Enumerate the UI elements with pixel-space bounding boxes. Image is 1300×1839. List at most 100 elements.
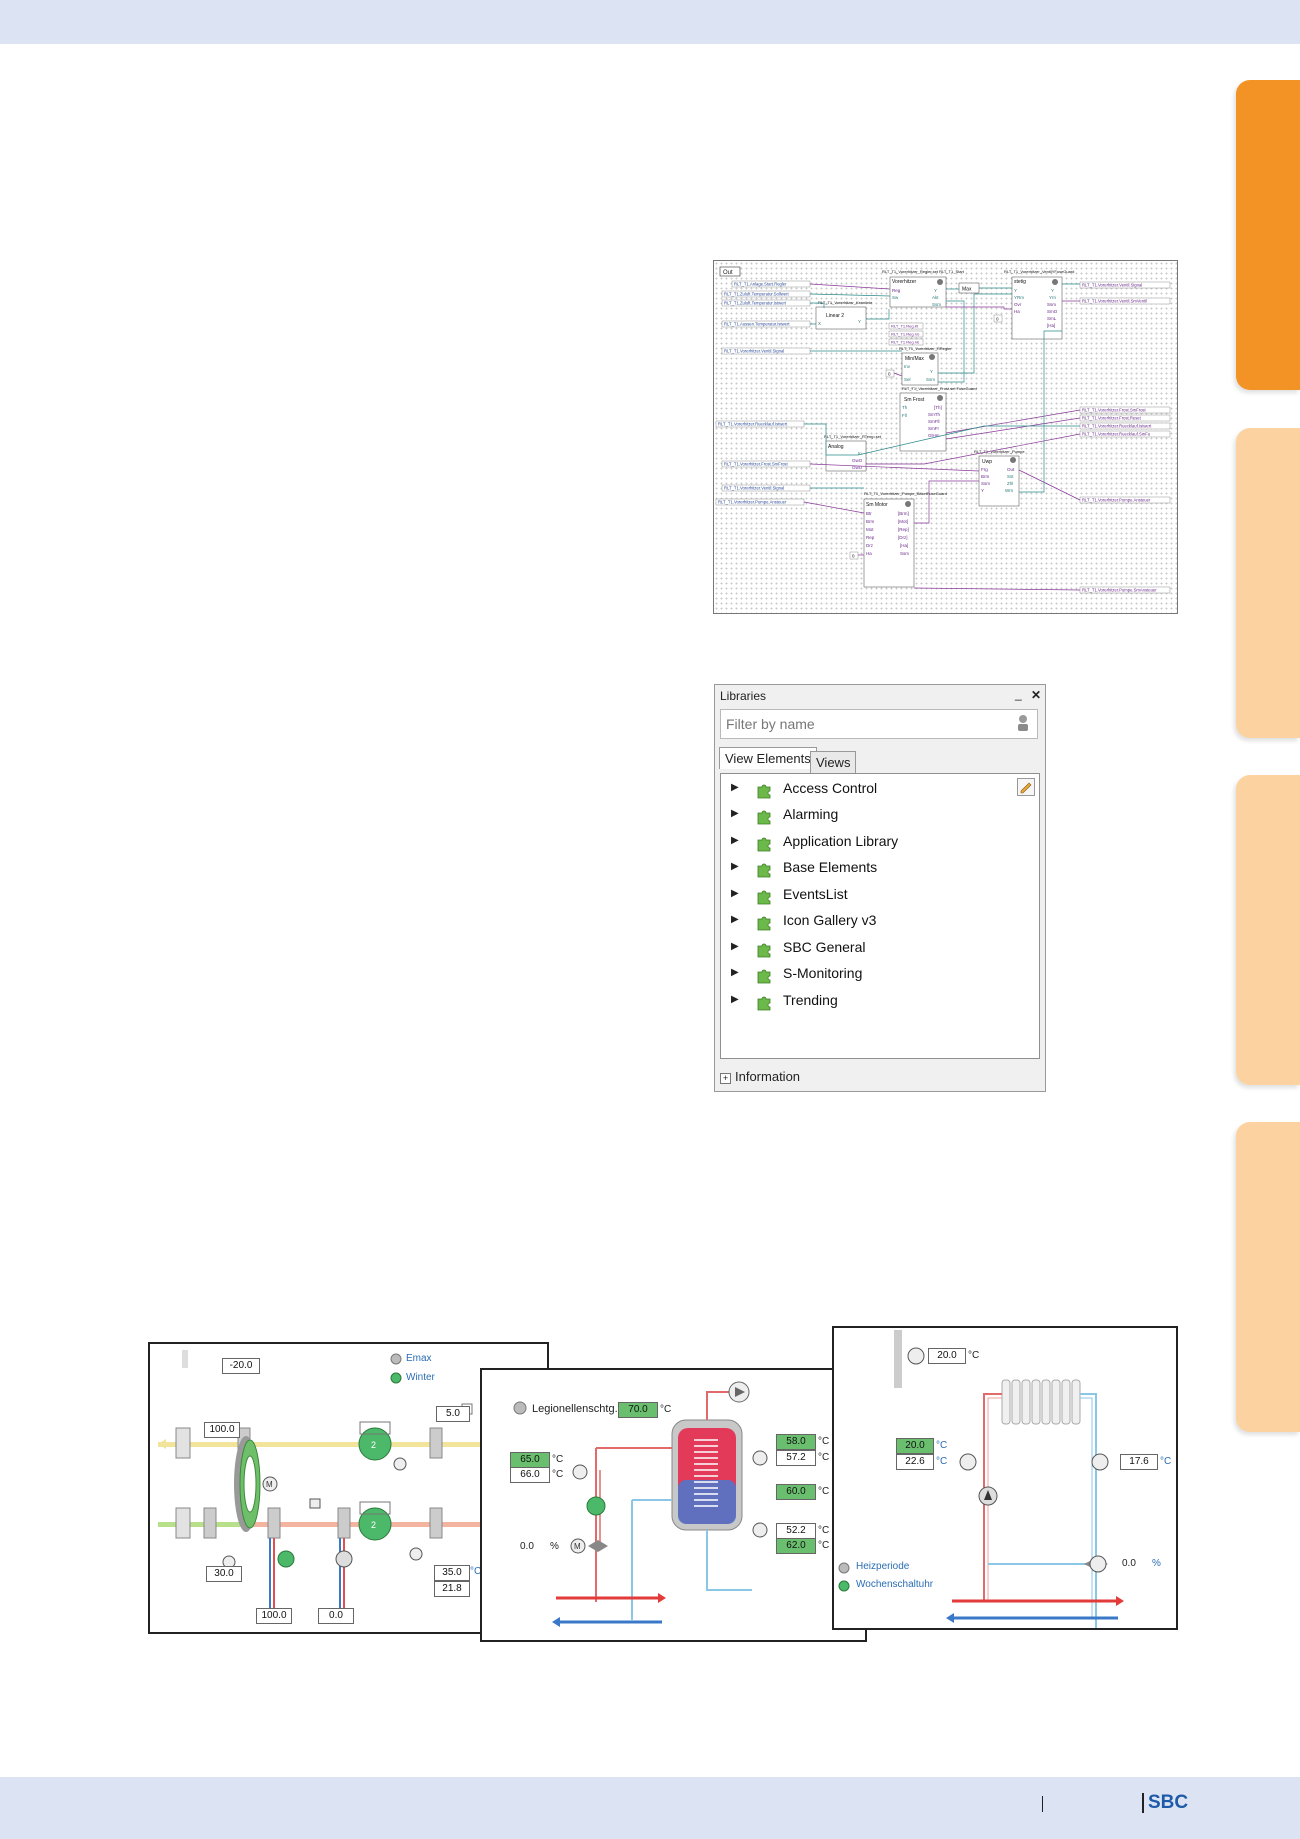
library-item-label: Base Elements [783,859,878,875]
supply-temp[interactable]: 35.0 [434,1565,470,1581]
library-item-label: EventsList [783,886,848,902]
expand-arrow-icon[interactable]: ▶ [731,941,739,952]
tank-temp-3[interactable]: 60.0 [776,1484,816,1500]
return-temp: 17.6 [1120,1454,1158,1470]
svg-text:Btr: Btr [866,511,872,516]
svg-text:SmL: SmL [1047,316,1057,321]
function-diagram-canvas: Out RLT_T1.Anlage.Start.Regler RLT_T1.Zu… [715,266,1171,594]
information-label: Information [735,1069,801,1084]
legend-heizperiode: Heizperiode [856,1561,910,1572]
left-setpoint[interactable]: 65.0 [510,1452,550,1468]
output-label: RLT_T1.Vorerhitzer.Frost.SmFrost [1082,408,1147,413]
tank-temp-5[interactable]: 62.0 [776,1538,816,1554]
svg-text:Ssm: Ssm [981,481,990,486]
svg-text:In: In [858,451,862,456]
svg-text:Y: Y [981,488,984,493]
svg-text:SmFr: SmFr [928,426,939,431]
expand-arrow-icon[interactable]: ▶ [731,888,739,899]
input-label: RLT_T1.Zuluft.Temperatur.Istwert [724,301,787,306]
svg-text:Wrn: Wrn [1005,488,1014,493]
outside-temp-field[interactable]: -20.0 [222,1358,260,1374]
svg-text:Brm: Brm [981,474,990,479]
svg-text:RLT_T1_Vorerhitzer_Pumpe: RLT_T1_Vorerhitzer_Pumpe [974,449,1025,454]
input-label: RLT_T1.Zuluft.Temperatur.Sollwert [724,292,789,297]
libraries-title: Libraries [720,689,767,703]
svg-text:RLT_T1_Vorerhitzer_Kennlinie: RLT_T1_Vorerhitzer_Kennlinie [818,300,873,305]
svg-text:0: 0 [996,317,999,322]
svg-text:Uwp: Uwp [982,459,992,465]
svg-text:Drz: Drz [866,543,874,548]
svg-text:Max: Max [962,287,972,293]
input-label: RLT_T1.Aussen.Temperatur.Istwert [724,322,790,327]
block-name: Vorerhitzer [892,279,917,285]
output-label: RLT_T1.Vorerhitzer.Ventil.SmVentil [1082,299,1147,304]
setpoint-5[interactable]: 5.0 [436,1406,470,1422]
svg-text:Out: Out [1007,467,1015,472]
input-label: RLT_T1.Vorerhitzer.Ventil.Signal [724,349,784,354]
legionella-value[interactable]: 70.0 [618,1402,658,1418]
libraries-window: Libraries _ ✕ Filter by name View Elemen… [714,684,1046,1092]
expand-arrow-icon[interactable]: ▶ [731,914,739,925]
svg-text:Y: Y [930,369,933,374]
output-label: RLT_T1.Vorerhitzer.Ruecklauf.Istwert [1082,424,1152,429]
chapter-tab-2[interactable] [1236,428,1300,738]
output-label: RLT_T1.Vorerhitzer.Ventil.Signal [1082,283,1142,288]
search-user-icon[interactable] [1015,714,1031,732]
valve-value: 0.0 [1122,1558,1136,1569]
svg-text:Ha: Ha [866,551,872,556]
svg-text:GwO: GwO [852,458,863,463]
svg-text:Ha: Ha [1014,309,1020,314]
top-band [0,0,1300,44]
library-item-label: Trending [783,992,838,1008]
chapter-tab-4[interactable] [1236,1122,1300,1432]
svg-text:Sel: Sel [904,377,911,382]
close-icon[interactable]: ✕ [1031,688,1042,702]
svg-text:RLT_T1_Vorerhitzer_Pumpe_Bitse: RLT_T1_Vorerhitzer_Pumpe_BitsetFuseGuard [864,491,947,496]
chapter-tab-active[interactable] [1236,80,1300,390]
svg-text:[Mot]: [Mot] [898,519,908,524]
svg-text:RLT_T1.Reg.Kl: RLT_T1.Reg.Kl [891,324,918,329]
expand-arrow-icon[interactable]: ▶ [731,808,739,819]
filter-input[interactable]: Filter by name [720,709,1038,739]
exhaust-value[interactable]: 100.0 [204,1422,240,1438]
svg-text:RLT_T1_Vorerhitzer_VentilYFuse: RLT_T1_Vorerhitzer_VentilYFuseGuard [1004,269,1074,274]
footer-brand: SBC [1142,1793,1188,1813]
svg-text:RLT_T1_Vorerhitzer_Frost.set F: RLT_T1_Vorerhitzer_Frost.set FuseGuard [902,386,977,391]
expand-plus-icon[interactable]: + [720,1073,731,1084]
setpoint-30[interactable]: 30.0 [206,1566,242,1582]
puzzle-icon [757,996,771,1011]
boiler-schematic: M Legionellenschtg. 70.0 °C 65.0 °C 66.0… [480,1368,867,1642]
edit-pencil-icon[interactable] [1017,778,1035,796]
expand-arrow-icon[interactable]: ▶ [731,835,739,846]
expand-arrow-icon[interactable]: ▶ [731,994,739,1005]
expand-arrow-icon[interactable]: ▶ [731,782,739,793]
svg-text:RLT_T1_Vorerhitzer_RTemp.set: RLT_T1_Vorerhitzer_RTemp.set [824,434,882,439]
bottom-band [0,1777,1300,1839]
out-label: Out [723,270,733,276]
library-item-label: Access Control [783,780,878,796]
expand-arrow-icon[interactable]: ▶ [731,967,739,978]
valve-value-2[interactable]: 0.0 [318,1608,354,1624]
svg-text:Ssm: Ssm [1047,302,1056,307]
svg-text:GwU: GwU [852,465,862,470]
svg-text:GlHm: GlHm [928,433,940,438]
input-label: RLT_T1.Vorerhitzer.Frost.SmFrost [724,462,789,467]
minimize-icon[interactable]: _ [1015,687,1022,701]
svg-text:Yrn: Yrn [1049,295,1057,300]
tab-view-elements[interactable]: View Elements [719,747,817,769]
legend-wochenschaltuhr: Wochenschaltuhr [856,1579,934,1590]
information-section[interactable]: + Information [720,1069,800,1084]
supply-temp-2[interactable]: 21.8 [434,1581,470,1597]
valve-value-1[interactable]: 100.0 [256,1608,292,1624]
svg-text:Linear 2: Linear 2 [826,313,844,319]
svg-text:RLT_T1_Vorerhitzer_RRegler: RLT_T1_Vorerhitzer_RRegler [899,346,952,351]
chapter-tab-3[interactable] [1236,775,1300,1085]
puzzle-icon [757,890,771,905]
tab-views[interactable]: Views [810,751,857,773]
svg-text:[Ha]: [Ha] [900,543,908,548]
svg-text:Akt: Akt [932,295,939,300]
expand-arrow-icon[interactable]: ▶ [731,861,739,872]
svg-text:Brm: Brm [866,519,875,524]
supply-setpoint[interactable]: 20.0 [896,1438,934,1454]
room-temp[interactable]: 20.0 [928,1348,966,1364]
